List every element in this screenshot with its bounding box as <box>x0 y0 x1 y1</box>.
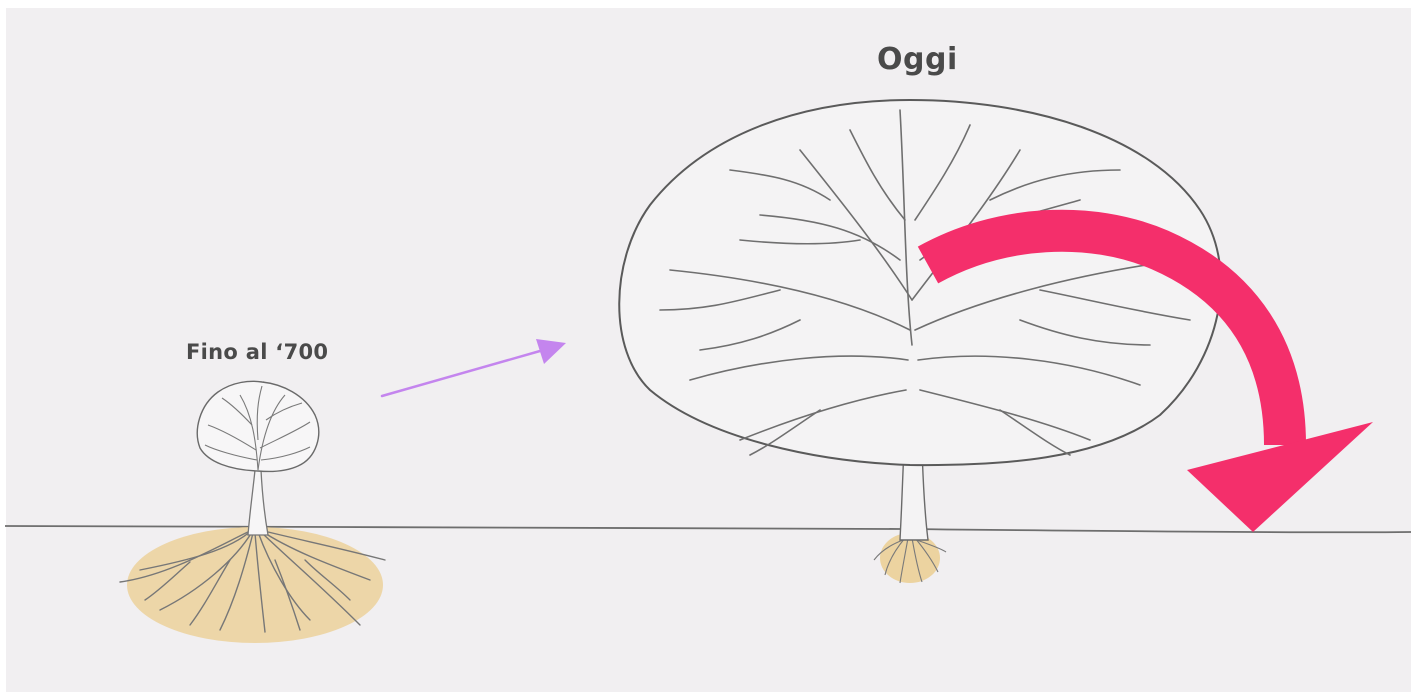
today-crown <box>619 100 1221 465</box>
today-label: Oggi <box>877 42 958 77</box>
past-root-zone <box>127 527 383 643</box>
past-label: Fino al ‘700 <box>186 340 328 364</box>
